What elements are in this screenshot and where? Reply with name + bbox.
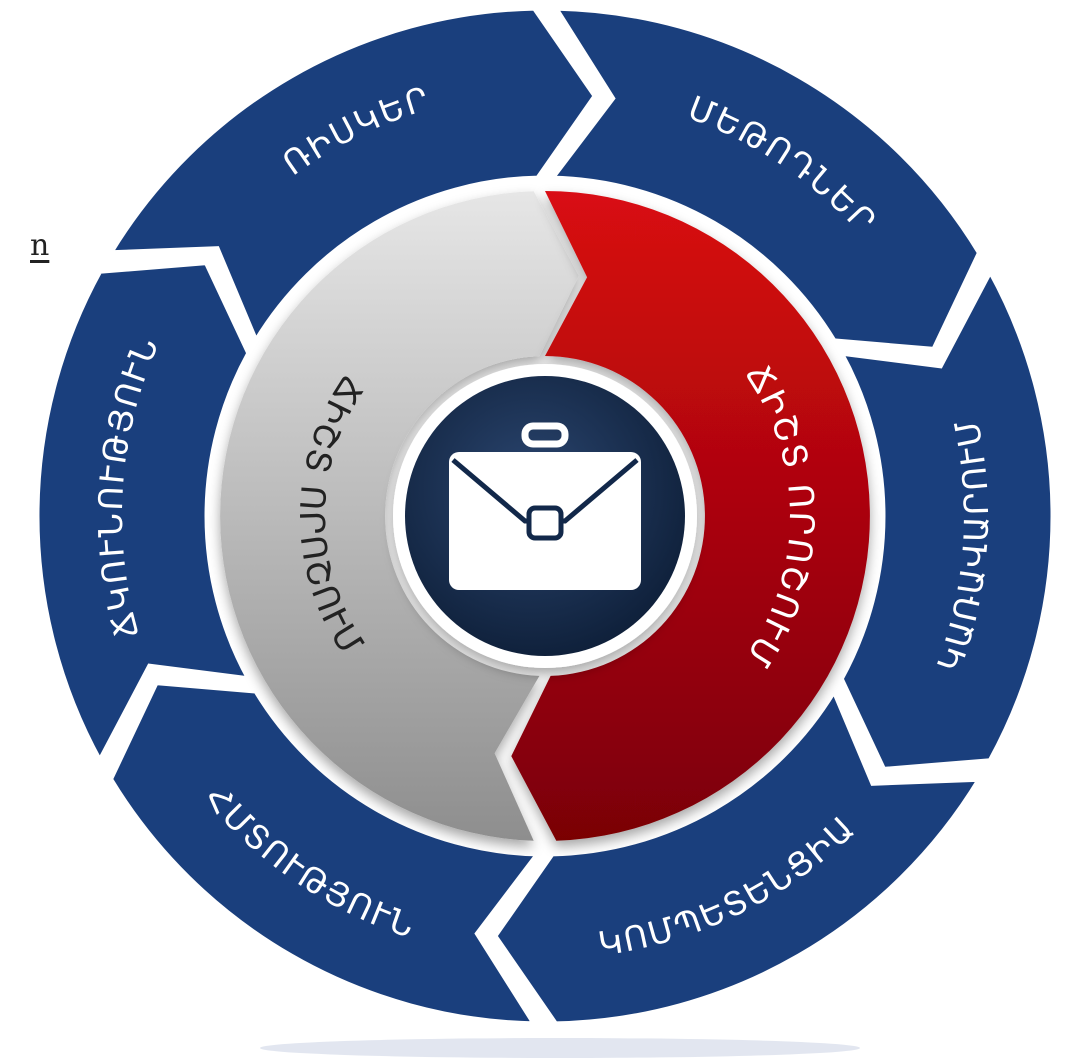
outer-ring [34, 5, 1056, 1027]
stray-text: n [30, 228, 50, 263]
outer-segment [105, 5, 599, 347]
red-arc [511, 191, 870, 841]
inner-ring [220, 191, 870, 841]
gray-arc [220, 191, 579, 841]
outer-segment [107, 679, 543, 1027]
outer-segment [491, 685, 985, 1027]
briefcase-icon [449, 422, 641, 590]
outer-segment [836, 266, 1056, 773]
outer-segment [34, 259, 254, 766]
outer-segment [547, 5, 983, 353]
